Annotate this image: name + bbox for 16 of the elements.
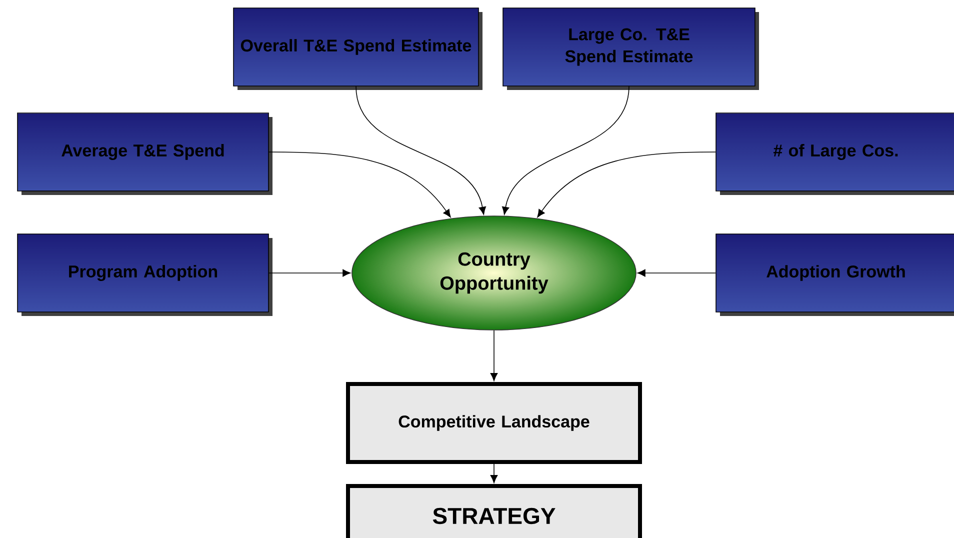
arrow [268,269,351,277]
arrow [356,86,486,215]
process-box: Competitive Landscape [346,382,642,464]
arrow [637,269,716,277]
arrow [268,152,451,218]
arrow [537,152,716,218]
input-box: Adoption Growth [716,234,954,316]
input-box: Overall T&E Spend Estimate [233,8,482,90]
input-box: Program Adoption [17,234,272,316]
arrow [490,330,498,381]
input-box: # of Large Cos. [716,112,954,195]
arrow [502,86,630,215]
input-box: Average T&E Spend [17,112,272,195]
input-box: Large Co. T&E Spend Estimate [502,8,759,90]
arrow [490,464,498,483]
process-box: STRATEGY [346,484,642,538]
